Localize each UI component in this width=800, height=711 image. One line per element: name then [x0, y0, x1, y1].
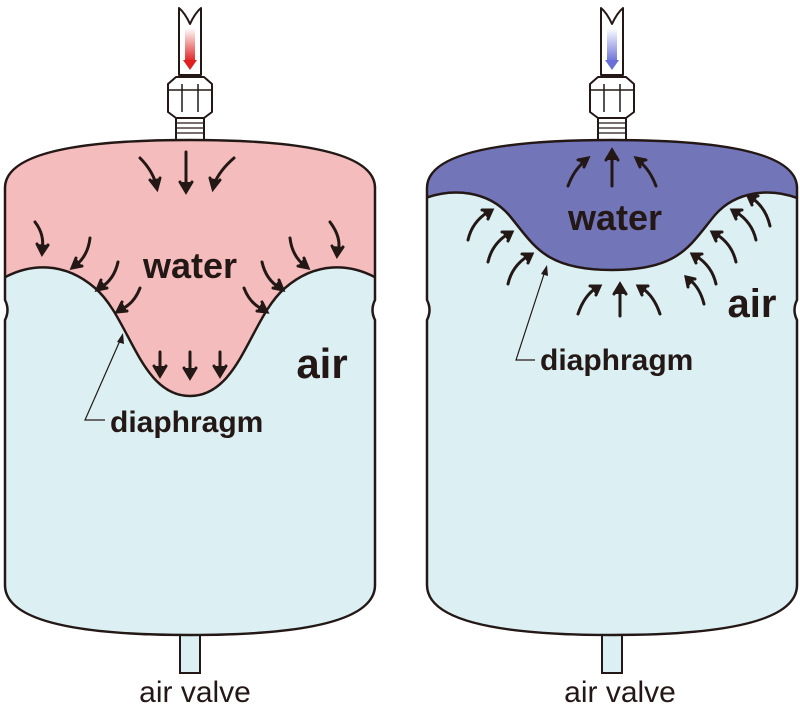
left-air-valve-label: air valve — [139, 676, 251, 709]
left-air-label: air — [296, 340, 347, 387]
right-fitting — [589, 76, 635, 141]
curved-arrow-icon — [260, 260, 286, 293]
curved-arrow-icon — [635, 284, 662, 316]
left-diaphragm-label: diaphragm — [110, 406, 263, 439]
curved-arrow-icon — [152, 350, 168, 379]
left-diaphragm-pointer — [84, 335, 123, 421]
curved-arrow-icon — [466, 208, 495, 242]
left-inlet-pipe — [178, 7, 202, 76]
curved-arrow-icon — [566, 155, 591, 188]
curved-arrow-icon — [69, 236, 92, 271]
right-air-valve-label: air valve — [564, 676, 676, 709]
right-diaphragm-pointer — [515, 267, 547, 361]
curved-arrow-icon — [506, 252, 535, 286]
right-water-region — [427, 140, 797, 270]
left-water-label: water — [142, 245, 237, 286]
left-fitting — [167, 76, 213, 141]
curved-arrow-icon — [182, 350, 198, 381]
curved-arrow-icon — [612, 281, 628, 318]
right-water-label: water — [567, 197, 662, 238]
left-tank-outline — [3, 138, 377, 637]
curved-arrow-icon — [242, 286, 270, 314]
right-tank-outline — [425, 138, 799, 637]
pointer-arrow-icon — [117, 333, 124, 344]
left-tank: water air diaphragm air valve — [3, 7, 377, 709]
curved-arrow-icon — [709, 230, 738, 264]
outflow-arrow-icon — [605, 60, 619, 70]
curved-arrow-icon — [633, 155, 658, 188]
curved-arrow-icon — [576, 284, 603, 316]
curved-arrow-icon — [114, 286, 142, 314]
right-diaphragm-label: diaphragm — [540, 344, 693, 377]
curved-arrow-icon — [486, 230, 515, 264]
right-air-valve-stem — [601, 632, 623, 674]
curved-arrow-icon — [604, 147, 620, 188]
right-inlet-pipe — [600, 7, 624, 76]
right-diaphragm — [427, 191, 797, 272]
left-diaphragm — [5, 266, 375, 398]
curved-arrow-icon — [138, 156, 162, 193]
left-flow-arrows — [33, 150, 345, 381]
left-water-region — [5, 140, 375, 396]
curved-arrow-icon — [288, 236, 311, 271]
curved-arrow-icon — [684, 275, 706, 306]
curved-arrow-icon — [729, 208, 758, 242]
curved-arrow-icon — [745, 194, 772, 228]
curved-arrow-icon — [208, 156, 236, 193]
curved-arrow-icon — [33, 220, 50, 257]
curved-arrow-icon — [689, 252, 718, 286]
curved-arrow-icon — [178, 150, 194, 195]
left-air-valve-stem — [179, 632, 201, 674]
right-air-label: air — [728, 282, 777, 326]
curved-arrow-icon — [94, 260, 120, 293]
pointer-arrow-icon — [541, 265, 548, 276]
right-tank: water air diaphragm air valve — [425, 7, 799, 709]
right-flow-arrows — [466, 147, 772, 318]
curved-arrow-icon — [212, 350, 228, 379]
inflow-arrow-icon — [183, 60, 197, 70]
curved-arrow-icon — [328, 220, 345, 259]
